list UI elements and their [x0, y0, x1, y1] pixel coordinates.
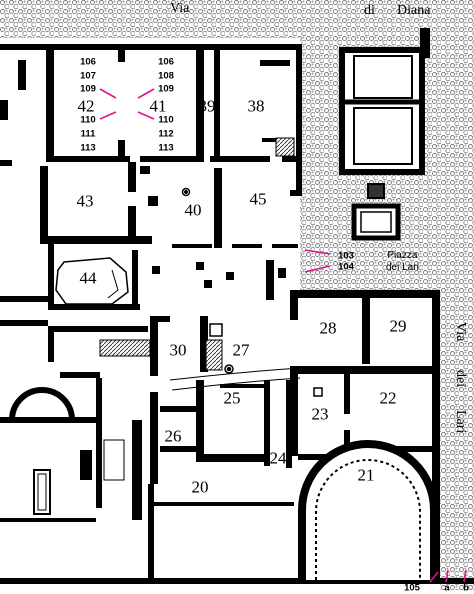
room-27: 27 — [232, 340, 250, 360]
room-20: 20 — [191, 477, 209, 497]
street-label-via-di-diana-2: di — [364, 3, 375, 18]
ref-left-111: 111 — [80, 128, 96, 140]
room-21: 21 — [357, 465, 375, 485]
ref-right-109: 109 — [158, 83, 174, 95]
room-22: 22 — [379, 388, 397, 408]
apse-left — [0, 387, 125, 522]
street-label-via-di-diana-1: Via — [170, 1, 190, 16]
piazza-label-line-2: dei Lari — [386, 261, 419, 273]
ref-105: 105 — [404, 582, 420, 594]
room-25: 25 — [223, 388, 241, 408]
room-26: 26 — [164, 426, 182, 446]
street-label-via-dei-lari-1: Via — [453, 322, 468, 342]
atrium-details — [99, 137, 323, 397]
street-label-via-dei-lari-3: Lari — [453, 410, 468, 434]
room-41: 41 — [149, 96, 167, 116]
room-43: 43 — [76, 191, 94, 211]
room-40: 40 — [184, 200, 202, 220]
shrine-block — [339, 28, 430, 241]
ref-a: a — [444, 582, 450, 594]
room-44-shape — [55, 257, 129, 305]
reference-lines — [99, 88, 467, 583]
ref-right-108: 108 — [158, 70, 174, 82]
ref-left-106: 106 — [80, 56, 96, 68]
room-44: 44 — [79, 268, 97, 288]
room-45: 45 — [249, 189, 267, 209]
room-24: 24 — [269, 448, 287, 468]
ref-b: b — [463, 582, 469, 594]
ref-right-110: 110 — [158, 114, 174, 126]
room-39: 39 — [198, 96, 216, 116]
ref-left-110: 110 — [80, 114, 96, 126]
ref-right-112: 112 — [158, 128, 174, 140]
room-28: 28 — [319, 318, 337, 338]
piazza-label-line-1: Piazza — [387, 250, 418, 261]
main-building — [0, 48, 440, 580]
ref-104: 104 — [338, 261, 354, 273]
room-42: 42 — [77, 96, 95, 116]
apse-21 — [298, 440, 438, 580]
ref-left-109: 109 — [80, 83, 96, 95]
ref-right-113: 113 — [158, 142, 174, 154]
ref-right-106: 106 — [158, 56, 174, 68]
room-23: 23 — [311, 404, 329, 424]
room-38: 38 — [247, 96, 265, 116]
room-30: 30 — [169, 340, 187, 360]
street-label-via-di-diana-3: Diana — [397, 3, 431, 18]
ref-103: 103 — [338, 250, 354, 262]
street-label-via-dei-lari-2: dei — [453, 370, 468, 388]
piazza-dei-lari-label: Piazza dei Lari — [386, 250, 419, 273]
walls — [0, 44, 474, 584]
ref-left-113: 113 — [80, 142, 96, 154]
room-29: 29 — [389, 316, 407, 336]
ref-left-107: 107 — [80, 70, 96, 82]
